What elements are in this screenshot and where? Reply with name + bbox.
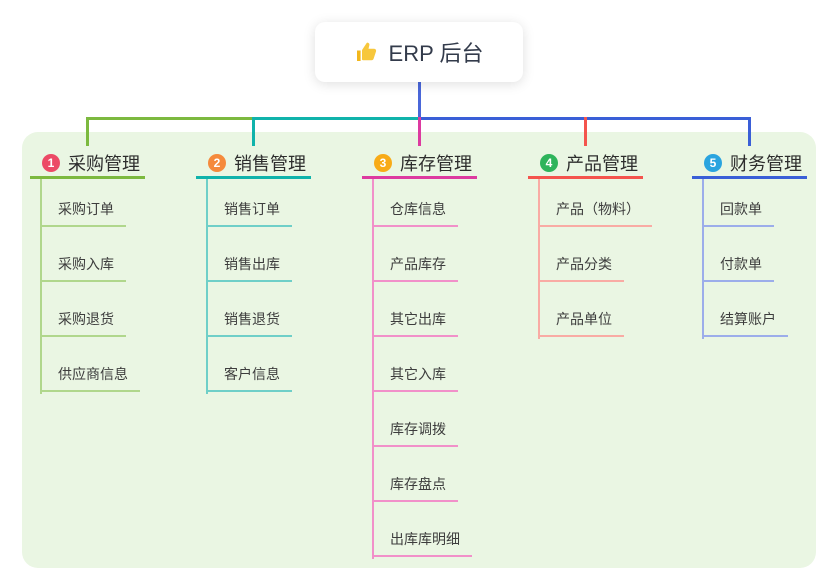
branch-5: 5 财务管理回款单付款单结算账户 — [692, 150, 839, 339]
branch-4: 4 产品管理产品（物料） 产品分类产品单位 — [528, 150, 688, 339]
child-node-label: 其它出库 — [390, 311, 446, 327]
child-node[interactable]: 销售出库 — [207, 227, 292, 282]
branch-children-list: 仓库信息产品库存其它出库其它入库库存调拨库存盘点出库库明细 — [362, 179, 522, 557]
branch-title-label: 产品管理 — [566, 154, 638, 174]
background-panel — [22, 132, 816, 568]
child-node[interactable]: 库存调拨 — [373, 392, 458, 447]
child-node[interactable]: 出库库明细 — [373, 502, 472, 557]
branch-drop-line — [418, 117, 421, 146]
branch-children-list: 产品（物料） 产品分类产品单位 — [528, 179, 688, 337]
branch-number-badge: 4 — [540, 154, 558, 172]
bus-segment — [86, 117, 252, 120]
branch-spine-line — [40, 179, 42, 394]
child-node-label: 库存调拨 — [390, 421, 446, 437]
thumbs-up-icon — [356, 42, 376, 61]
branch-title-label: 库存管理 — [400, 154, 472, 174]
branch-drop-line — [748, 117, 751, 146]
child-node-label: 销售退货 — [224, 311, 280, 327]
branch-title-label: 采购管理 — [68, 154, 140, 174]
child-node-label: 采购退货 — [58, 311, 114, 327]
branch-3: 3 库存管理仓库信息产品库存其它出库其它入库库存调拨库存盘点出库库明细 — [362, 150, 522, 559]
child-node-label: 其它入库 — [390, 366, 446, 382]
child-node-label: 销售订单 — [224, 201, 280, 217]
child-node-label: 采购入库 — [58, 256, 114, 272]
branch-spine-line — [206, 179, 208, 394]
child-node[interactable]: 客户信息 — [207, 337, 292, 392]
branch-drop-line — [86, 117, 89, 146]
child-node[interactable]: 产品分类 — [539, 227, 624, 282]
child-node[interactable]: 采购订单 — [41, 179, 126, 227]
child-node-label: 库存盘点 — [390, 476, 446, 492]
branch-drop-line — [584, 117, 587, 146]
branch-number-badge: 2 — [208, 154, 226, 172]
child-node-label: 仓库信息 — [390, 201, 446, 217]
child-node[interactable]: 产品单位 — [539, 282, 624, 337]
child-node-label: 回款单 — [720, 201, 762, 217]
branch-number-badge: 5 — [704, 154, 722, 172]
child-node[interactable]: 采购退货 — [41, 282, 126, 337]
branch-2: 2 销售管理销售订单销售出库销售退货客户信息 — [196, 150, 356, 394]
child-node-label: 结算账户 — [720, 311, 776, 327]
child-node-label: 出库库明细 — [390, 531, 460, 547]
child-node[interactable]: 回款单 — [703, 179, 774, 227]
branch-children-list: 采购订单采购入库采购退货供应商信息 — [30, 179, 190, 392]
branch-title[interactable]: 1 采购管理 — [30, 150, 145, 179]
root-node[interactable]: ERP 后台 — [315, 22, 523, 82]
child-node[interactable]: 产品库存 — [373, 227, 458, 282]
child-node-label: 产品（物料） — [556, 201, 640, 217]
root-connector-line — [418, 82, 421, 117]
branch-title[interactable]: 4 产品管理 — [528, 150, 643, 179]
branch-spine-line — [372, 179, 374, 559]
child-node[interactable]: 供应商信息 — [41, 337, 140, 392]
branch-title[interactable]: 5 财务管理 — [692, 150, 807, 179]
branch-number-badge: 3 — [374, 154, 392, 172]
child-node-label: 产品单位 — [556, 311, 612, 327]
branch-spine-line — [702, 179, 704, 339]
child-node-label: 采购订单 — [58, 201, 114, 217]
child-node[interactable]: 销售退货 — [207, 282, 292, 337]
child-node[interactable]: 结算账户 — [703, 282, 788, 337]
child-node-label: 客户信息 — [224, 366, 280, 382]
child-node-label: 产品库存 — [390, 256, 446, 272]
child-node[interactable]: 付款单 — [703, 227, 774, 282]
branch-title-label: 财务管理 — [730, 154, 802, 174]
branch-title[interactable]: 3 库存管理 — [362, 150, 477, 179]
branch-title[interactable]: 2 销售管理 — [196, 150, 311, 179]
child-node[interactable]: 仓库信息 — [373, 179, 458, 227]
bus-segment — [252, 117, 421, 120]
child-node-label: 产品分类 — [556, 256, 612, 272]
branch-number-badge: 1 — [42, 154, 60, 172]
child-node[interactable]: 采购入库 — [41, 227, 126, 282]
child-node-label: 供应商信息 — [58, 366, 128, 382]
branch-children-list: 回款单付款单结算账户 — [692, 179, 839, 337]
branch-drop-line — [252, 117, 255, 146]
child-node[interactable]: 销售订单 — [207, 179, 292, 227]
child-node[interactable]: 其它入库 — [373, 337, 458, 392]
branch-children-list: 销售订单销售出库销售退货客户信息 — [196, 179, 356, 392]
child-node[interactable]: 其它出库 — [373, 282, 458, 337]
child-node[interactable]: 产品（物料） — [539, 179, 652, 227]
root-label: ERP 后台 — [388, 41, 484, 66]
child-node[interactable]: 库存盘点 — [373, 447, 458, 502]
branch-1: 1 采购管理采购订单采购入库采购退货供应商信息 — [30, 150, 190, 394]
child-node-label: 付款单 — [720, 256, 762, 272]
branch-title-label: 销售管理 — [234, 154, 306, 174]
child-node-label: 销售出库 — [224, 256, 280, 272]
branch-spine-line — [538, 179, 540, 339]
